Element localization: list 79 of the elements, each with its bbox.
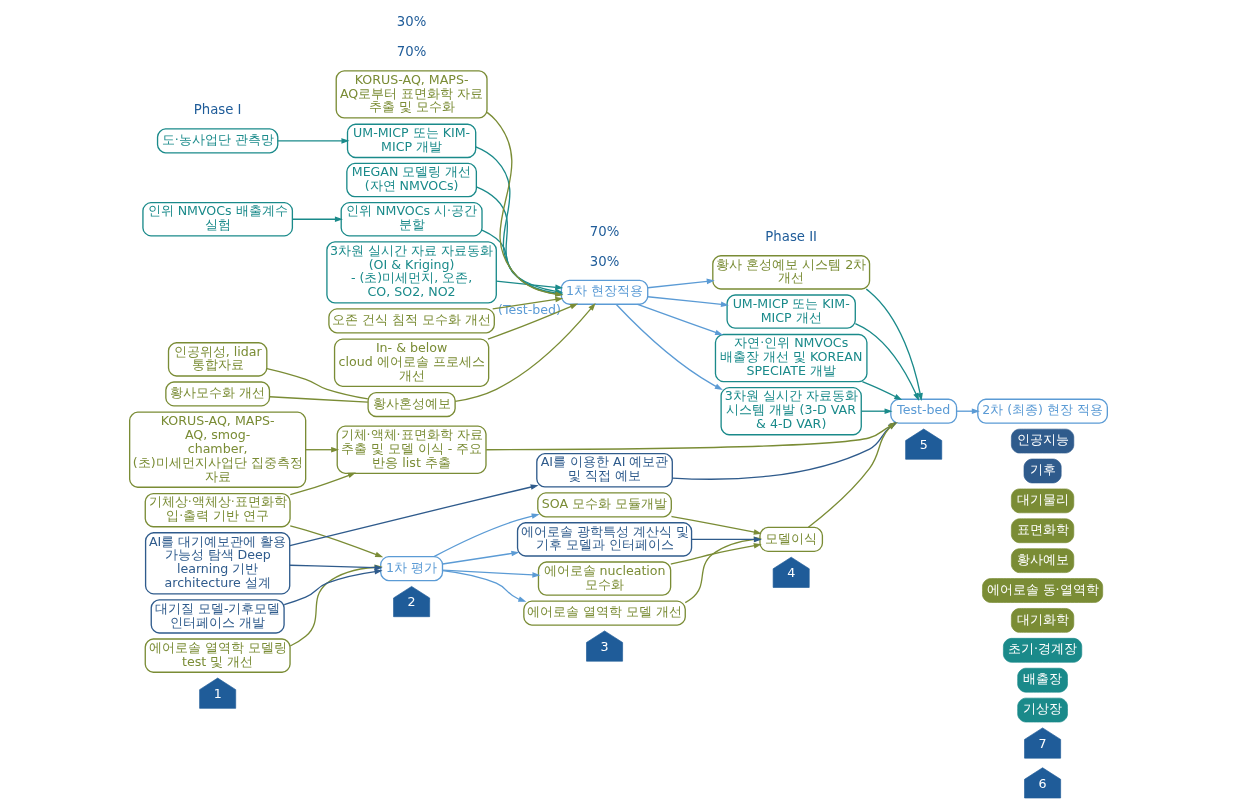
node-box: 대기질 모델-기후모델 인터페이스 개발: [150, 599, 285, 634]
arrow: [646, 296, 729, 308]
arrow: [860, 408, 893, 414]
node-box: 에어로솔 열역학 모델링 test 및 개선: [144, 638, 291, 673]
node-box: 황사예보: [1010, 548, 1074, 573]
node-box: 인위 NMVOCs 배출계수 실험: [141, 201, 293, 237]
node-box: UM-MICP 또는 KIM-MICP 개발: [346, 123, 476, 159]
arrow: [865, 288, 923, 402]
node-box: 도·농사업단 관측망: [156, 128, 278, 154]
arrow: [276, 138, 349, 144]
node-box: 황사혼성예보: [366, 391, 456, 418]
node-box: AI를 이용한 AI 예보관 및 직접 예보: [535, 453, 673, 488]
node-box: 대기화학: [1010, 608, 1074, 633]
label: 30%: [589, 253, 619, 269]
node-box: 황사 혼성예보 시스템 2차 개선: [711, 255, 870, 290]
node-label: (Test-bed): [497, 302, 561, 318]
node-box: 1차 평가: [379, 556, 443, 582]
arrow: [432, 513, 540, 558]
node-box: AI를 대기예보관에 활용 가능성 탐색 Deep learning 기반 architecture 설계: [144, 532, 290, 595]
node-box: 초기·경계장: [1002, 638, 1082, 663]
arrow: [304, 446, 339, 453]
label: 70%: [589, 223, 619, 239]
node-box: 인공지능: [1010, 428, 1074, 454]
node-box: 기체상·액체상·표면화학 입·출력 기반 연구: [144, 492, 291, 528]
node-box: 2차 (최종) 현장 적용: [976, 398, 1108, 424]
label: 30%: [396, 13, 426, 29]
arrow: [291, 216, 343, 223]
arrow: [289, 525, 383, 558]
label: Phase II: [764, 229, 817, 245]
arrow: [441, 550, 519, 565]
arrow: [690, 536, 762, 543]
node-box: 자연·인위 NMVOCs 배출장 개선 및 KOREAN SPECIATE 개발: [714, 333, 868, 383]
node-box: 대기물리: [1010, 488, 1074, 514]
arrow: [288, 484, 539, 547]
connector: [265, 367, 369, 400]
node-box: 표면화학: [1010, 518, 1074, 544]
arrow: [636, 303, 723, 336]
node-box: 에어로솔 nucleation 모수화: [537, 561, 671, 596]
node-box: 기상장: [1016, 697, 1068, 723]
node-box: 기후: [1023, 458, 1061, 484]
arrow: [669, 543, 762, 565]
arrow: [491, 296, 563, 310]
arrow: [283, 568, 383, 606]
arrow: [289, 472, 356, 496]
arrow: [288, 564, 383, 571]
arrow: [646, 278, 715, 289]
node-box: 인공위성, lidar 통합자료: [167, 342, 267, 377]
arrow: [684, 536, 762, 604]
node-box: 인위 NMVOCs 시·공간 분할: [340, 201, 483, 237]
connector: [268, 396, 369, 403]
node-box: MEGAN 모델링 개선 (자연 NMVOCs): [345, 162, 477, 198]
node-box: 배출장: [1016, 667, 1068, 693]
node-box: Test-bed: [889, 398, 957, 424]
node-box: 기체·액체·표면화학 자료 추출 및 모델 이식 - 주요 반응 list 추출: [336, 425, 487, 474]
arrow: [670, 515, 762, 535]
node-box: 에어로솔 열역학 모델 개선: [522, 600, 686, 626]
node-box: 3차원 실시간 자료동화 시스템 개발 (3-D VAR & 4-D VAR): [719, 386, 862, 436]
arrow: [854, 322, 919, 401]
node-box: 황사모수화 개선: [164, 381, 270, 407]
node-box: 에어로솔 광학특성 계산식 및 기후 모델과 인터페이스: [516, 522, 692, 557]
node-box: 모델이식: [758, 526, 823, 552]
arrow: [441, 569, 526, 602]
node-box: UM-MICP 또는 KIM-MICP 개선: [725, 294, 856, 329]
arrow: [454, 302, 596, 403]
arrow: [289, 564, 383, 647]
label: 70%: [396, 43, 426, 59]
arrow: [495, 280, 563, 291]
node-box: KORUS-AQ, MAPS-AQ로부터 표면화학 자료 추출 및 모수화: [335, 70, 488, 119]
node-box: In- & below cloud 에어로솔 프로세스 개선: [333, 338, 489, 387]
arrow: [615, 303, 723, 390]
label: Phase I: [193, 102, 242, 118]
node-box: 에어로솔 동·열역학: [981, 578, 1103, 603]
node-box: 3차원 실시간 자료 자료동화 (OI & Kriging) - (초)미세먼지, 오존, CO, SO2, NO2: [325, 241, 497, 304]
node-box: SOA 모수화 모듈개발: [536, 492, 672, 518]
node-box: 오존 건식 침적 모수화 개선: [327, 308, 495, 334]
node-box: KORUS-AQ, MAPS-AQ, smog-chamber, (초)미세먼지사업단 집중측정 자료: [128, 411, 306, 488]
node-box: 1차 현장적용: [560, 279, 648, 305]
arrow: [486, 303, 578, 340]
arrow: [861, 381, 902, 401]
